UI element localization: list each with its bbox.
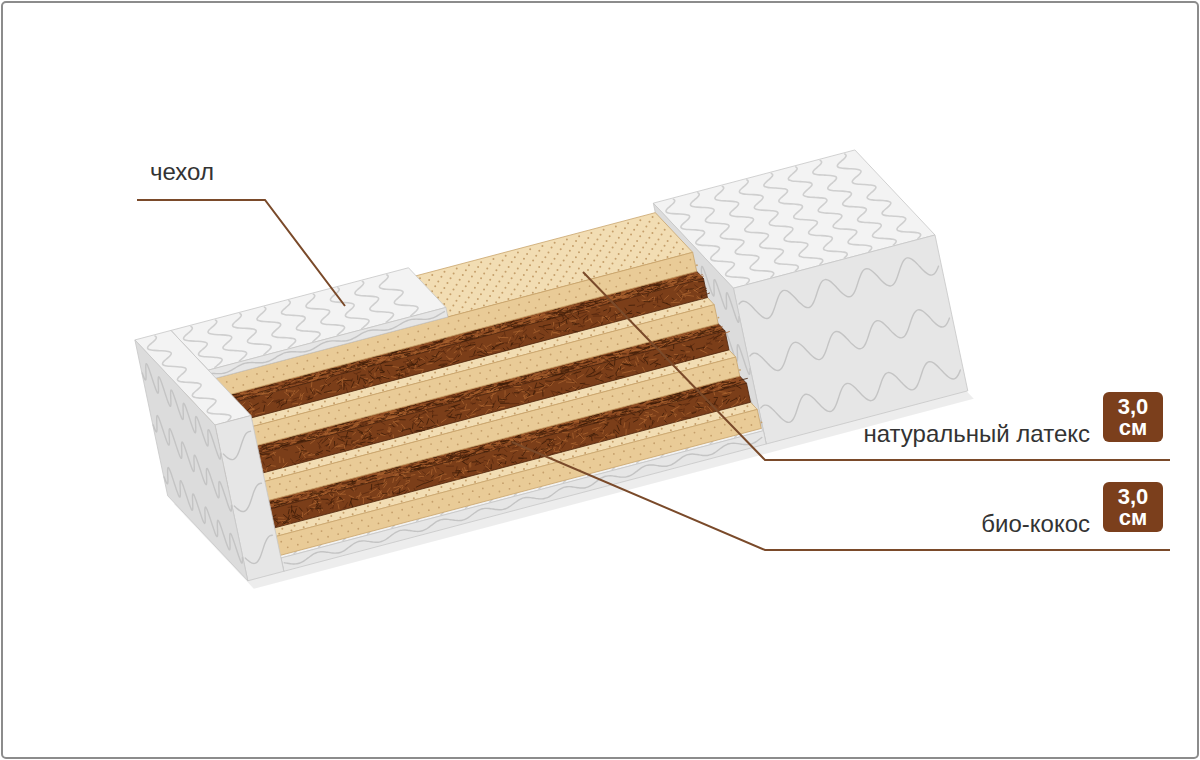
- callout-label: чехол: [150, 158, 214, 186]
- quilt-stitch: [173, 312, 445, 375]
- callout-label: био-кокос: [981, 510, 1090, 538]
- badge-text: 3,0 см: [1109, 486, 1157, 528]
- thickness-badge: 3,0 см: [1103, 392, 1163, 442]
- leader-line: [137, 200, 345, 306]
- thickness-badge: 3,0 см: [1103, 482, 1163, 532]
- leader-lines: [137, 200, 1170, 550]
- callout-label-box: био-кокос: [981, 510, 1090, 538]
- leader-line: [583, 272, 1170, 460]
- cover-front: [208, 307, 448, 379]
- mattress-figure: [135, 150, 974, 589]
- quilt-stitch: [142, 364, 272, 564]
- quilt-stitch: [184, 275, 418, 368]
- callout-label-box: натуральный латекс: [863, 420, 1090, 448]
- cover-front: [733, 235, 967, 444]
- callout-label-box: чехол: [150, 158, 214, 186]
- leader-line: [512, 442, 1170, 550]
- callout-label: натуральный латекс: [863, 420, 1090, 448]
- badge-text: 3,0 см: [1109, 396, 1157, 438]
- quilt-stitch: [666, 154, 921, 284]
